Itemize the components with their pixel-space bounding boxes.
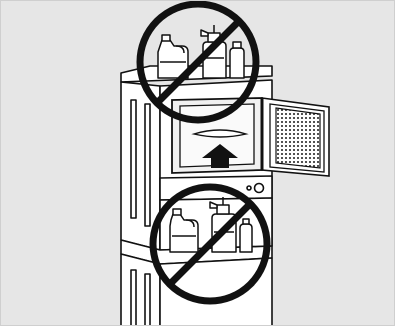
dryer-drum-opening [172,98,262,173]
dryer-indicator-light [247,186,251,190]
bottle-icon [240,219,252,252]
washer-side-slot-2 [145,274,150,326]
washer-side-slot [131,270,136,326]
dryer-side-slot [131,100,136,218]
mesh-filter-icon [276,108,320,168]
dryer-control-knob [255,184,264,193]
dryer-side-slot-2 [145,104,150,226]
dryer-door [262,98,329,176]
